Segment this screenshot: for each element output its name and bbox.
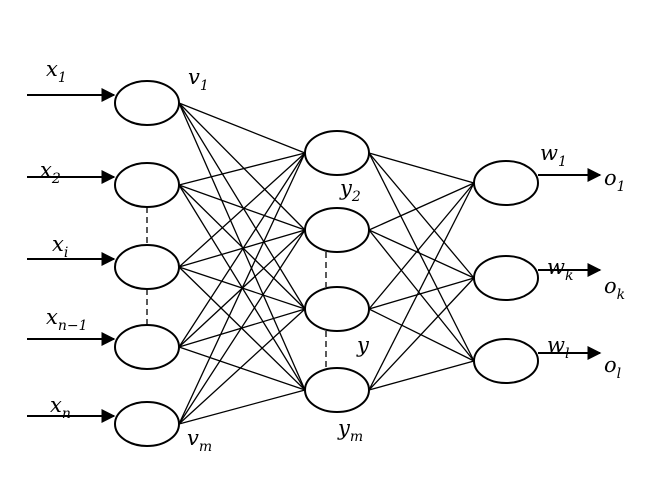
connection-line bbox=[178, 184, 306, 231]
hidden-label-y: y bbox=[356, 333, 370, 357]
connection-line bbox=[368, 229, 475, 362]
input-label-x1: x1 bbox=[46, 57, 67, 86]
connection-line bbox=[178, 389, 306, 425]
input-node bbox=[114, 162, 180, 208]
connection-line bbox=[368, 308, 475, 362]
input-label-x2: x2 bbox=[40, 158, 61, 187]
connection-line bbox=[368, 229, 475, 279]
nodes bbox=[114, 80, 539, 447]
connection-line bbox=[178, 102, 306, 310]
connection-line bbox=[368, 277, 475, 310]
connection-line bbox=[178, 184, 306, 310]
connection-line bbox=[178, 346, 306, 391]
output-node bbox=[473, 255, 539, 301]
input-label-xn: xn bbox=[50, 393, 71, 422]
connection-line bbox=[368, 152, 475, 184]
connection-line bbox=[178, 102, 306, 154]
hidden-node bbox=[304, 367, 370, 413]
connection-line bbox=[178, 229, 306, 268]
dashed-ellipsis-lines bbox=[146, 207, 327, 368]
output-label-ol: ol bbox=[604, 353, 621, 382]
connection-line bbox=[178, 308, 306, 425]
input-node bbox=[114, 324, 180, 370]
output-node bbox=[473, 160, 539, 206]
connection-line bbox=[178, 152, 306, 186]
input-label-xi: xi bbox=[52, 232, 68, 261]
input-label-xn-1: xn−1 bbox=[46, 305, 88, 334]
connection-line bbox=[178, 152, 306, 348]
connection-line bbox=[178, 102, 306, 231]
output-node bbox=[473, 338, 539, 384]
arrows bbox=[27, 88, 602, 423]
hidden-label-y2: y2 bbox=[339, 176, 361, 205]
input-node bbox=[114, 401, 180, 447]
connection-line bbox=[178, 229, 306, 425]
output-label-o1: o1 bbox=[604, 166, 626, 195]
hidden-node bbox=[304, 130, 370, 176]
output-label-ok: ok bbox=[604, 274, 625, 303]
connection-line bbox=[368, 182, 475, 231]
connection-line bbox=[178, 152, 306, 425]
connection-line bbox=[368, 182, 475, 310]
connection-line bbox=[368, 152, 475, 362]
connection-line bbox=[368, 360, 475, 391]
input-node bbox=[114, 244, 180, 290]
weight-label-wl: wl bbox=[547, 333, 569, 362]
connection-line bbox=[368, 182, 475, 391]
connections bbox=[178, 102, 475, 425]
connection-line bbox=[178, 152, 306, 268]
weight-label-wk: wk bbox=[547, 255, 573, 284]
weight-label-vm: vm bbox=[187, 426, 212, 455]
weight-label-v1: v1 bbox=[188, 65, 209, 94]
connection-line bbox=[368, 277, 475, 391]
hidden-label-ym: ym bbox=[337, 416, 363, 445]
input-node bbox=[114, 80, 180, 126]
hidden-node bbox=[304, 286, 370, 332]
connection-line bbox=[368, 152, 475, 279]
weight-label-w1: w1 bbox=[540, 141, 567, 170]
hidden-node bbox=[304, 207, 370, 253]
